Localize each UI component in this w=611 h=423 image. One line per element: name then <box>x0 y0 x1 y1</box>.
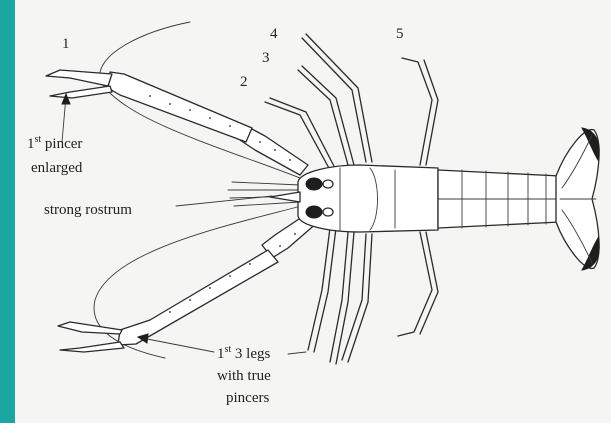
pincer-label-line1: 1st pincer <box>27 134 82 152</box>
tail-fan <box>556 128 599 270</box>
abdomen <box>438 170 560 228</box>
leg-number-2: 2 <box>240 74 248 90</box>
leg-number-1: 1 <box>62 36 70 52</box>
lower-claw <box>58 215 318 352</box>
legs-label-line3: pincers <box>226 390 269 406</box>
leg-number-5: 5 <box>396 26 404 42</box>
antennule-1 <box>232 182 300 185</box>
legs-annotation: 1st 3 legs with true pincers <box>138 334 306 406</box>
pincer-label-line2: enlarged <box>31 160 83 176</box>
pincer-annotation: 1st pincer enlarged <box>27 94 83 176</box>
legs-arrow <box>142 338 214 352</box>
leg-number-4: 4 <box>270 26 278 42</box>
rostrum-label: strong rostrum <box>44 202 132 218</box>
upper-walking-legs <box>265 34 438 170</box>
upper-claw <box>46 70 308 175</box>
leg-number-3: 3 <box>262 50 270 66</box>
lower-walking-legs <box>308 228 438 364</box>
legs-label-line1: 1st 3 legs <box>217 344 270 362</box>
rostrum-annotation: strong rostrum <box>44 196 272 218</box>
antennule-4 <box>234 202 300 206</box>
legs-pointer <box>288 352 306 354</box>
legs-label-line2: with true <box>217 368 271 384</box>
